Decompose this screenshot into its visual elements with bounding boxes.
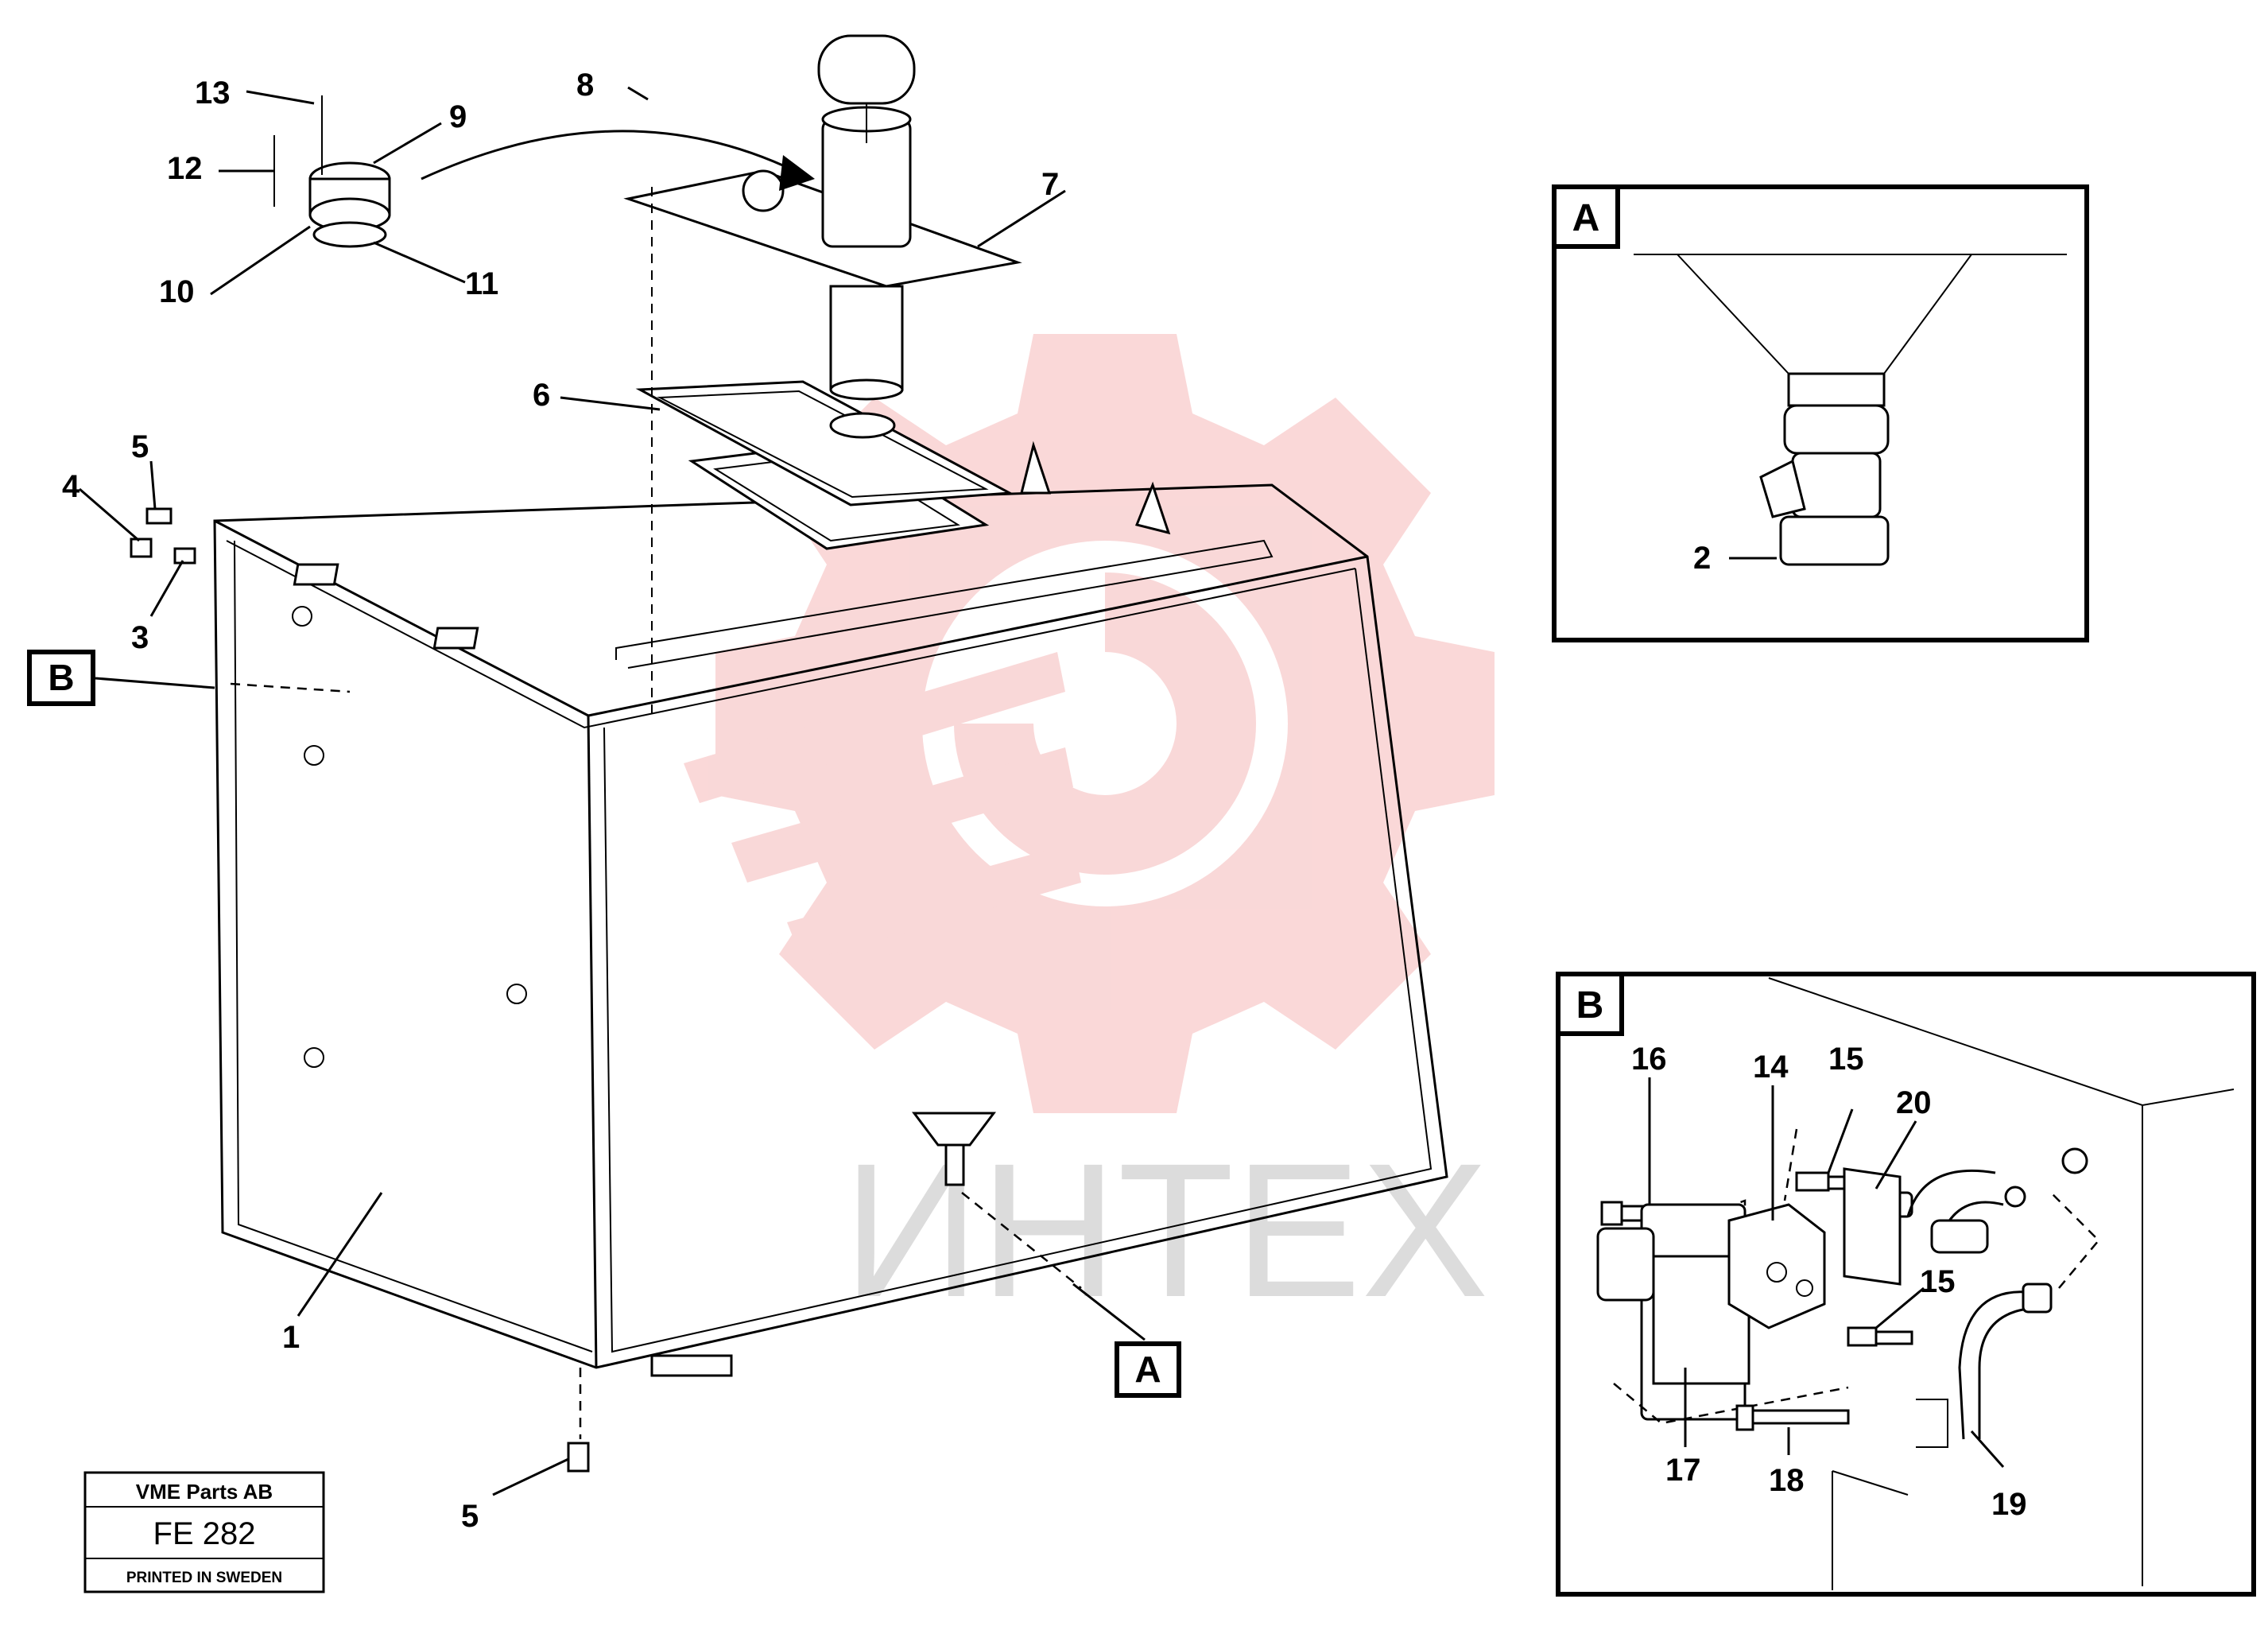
part-number: 7 — [1041, 167, 1059, 202]
part-number: 13 — [195, 76, 231, 111]
part-number: 10 — [159, 274, 195, 309]
title-code: FE 282 — [153, 1516, 256, 1551]
side-fittings — [130, 507, 1082, 1473]
part-number: 8 — [576, 68, 594, 103]
title-block: VME Parts AB FE 282 PRINTED IN SWEDEN — [83, 1471, 325, 1593]
detail-view-b: B — [1556, 972, 2256, 1597]
level-switch — [273, 95, 815, 248]
part-number: 6 — [533, 378, 550, 413]
detail-b-label: B — [1576, 984, 1604, 1027]
part-number: 1 — [282, 1320, 300, 1355]
watermark-text: ИНТЕХ — [843, 1124, 1489, 1337]
callout-b: B — [27, 650, 95, 706]
part-number: 5 — [131, 429, 149, 464]
part-number: 14 — [1753, 1050, 1789, 1085]
filter-assembly — [623, 34, 1022, 716]
leader-lines — [79, 86, 1146, 1496]
part-number: 3 — [131, 620, 149, 655]
callout-a: A — [1115, 1341, 1181, 1398]
part-number: 17 — [1665, 1453, 1701, 1488]
part-number: 12 — [167, 151, 203, 186]
part-number: 5 — [461, 1499, 479, 1534]
part-number: 16 — [1631, 1042, 1667, 1077]
detail-view-a: A 2 — [1552, 184, 2089, 642]
part-number: 20 — [1896, 1085, 1932, 1120]
part-number: 4 — [62, 469, 80, 504]
part-number: 11 — [465, 266, 498, 301]
part-labels: 13 9 12 10 11 8 7 6 5 4 3 1 5 — [62, 68, 1059, 1534]
callout-b-label: B — [48, 657, 74, 698]
part-number: 2 — [1693, 541, 1711, 576]
title-company: VME Parts AB — [136, 1480, 273, 1504]
detail-a-label: A — [1572, 197, 1600, 239]
callout-a-label: A — [1134, 1349, 1161, 1390]
part-number: 15 — [1920, 1264, 1956, 1299]
part-number: 19 — [1991, 1487, 2027, 1522]
part-number: 15 — [1828, 1042, 1864, 1077]
part-number: 9 — [449, 99, 467, 134]
part-number: 18 — [1769, 1463, 1805, 1498]
title-printed: PRINTED IN SWEDEN — [126, 1570, 282, 1586]
hydraulic-tank — [213, 440, 1448, 1377]
